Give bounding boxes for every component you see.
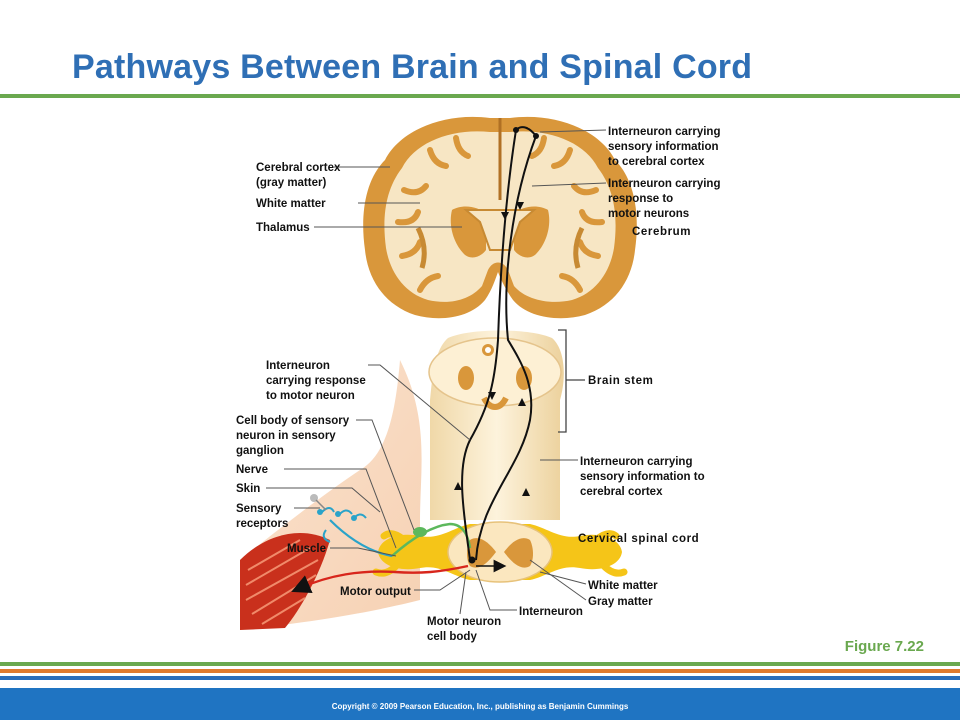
label-gray-matter: Gray matter [588, 596, 653, 608]
label-inter-sensory-low-2: sensory information to [580, 471, 705, 483]
label-inter-sensory-low-1: Interneuron carrying [580, 456, 692, 468]
label-inter-response-top-1: Interneuron carrying [608, 178, 720, 190]
label-brain-stem: Brain stem [588, 375, 653, 387]
label-motor-neuron-1: Motor neuron [427, 616, 501, 628]
cerebrum-shape [363, 116, 637, 319]
label-inter-response-top-3: motor neurons [608, 208, 689, 220]
label-sensory-receptors-1: Sensory [236, 503, 282, 515]
motor-output-nerve [291, 564, 469, 593]
label-cell-body-1: Cell body of sensory [236, 415, 350, 427]
label-motor-neuron-2: cell body [427, 631, 477, 643]
label-inter-resp-left-1: Interneuron [266, 360, 330, 372]
stripe-blue [0, 676, 960, 680]
label-nerve: Nerve [236, 464, 268, 476]
label-cell-body-3: ganglion [236, 445, 284, 457]
label-interneuron: Interneuron [519, 606, 583, 618]
label-inter-sensory-top-3: to cerebral cortex [608, 156, 705, 168]
label-white-matter-brain: White matter [256, 198, 326, 210]
muscle-shape [240, 532, 330, 630]
label-muscle: Muscle [287, 543, 326, 555]
figure-number: Figure 7.22 [844, 638, 924, 655]
page-title: Pathways Between Brain and Spinal Cord [72, 48, 753, 86]
label-inter-resp-left-2: carrying response [266, 375, 366, 387]
label-cerebral-cortex-sub: (gray matter) [256, 177, 326, 189]
brain-stem-bracket [558, 329, 585, 433]
label-inter-sensory-top-2: sensory information [608, 141, 719, 153]
stripe-green [0, 662, 960, 666]
label-sensory-receptors-2: receptors [236, 518, 288, 530]
label-inter-resp-left-3: to motor neuron [266, 390, 355, 402]
label-skin: Skin [236, 483, 260, 495]
label-white-matter-spine: White matter [588, 580, 658, 592]
direction-arrows [454, 127, 539, 564]
label-thalamus: Thalamus [256, 222, 310, 234]
footer-bar [0, 688, 960, 720]
label-inter-sensory-low-3: cerebral cortex [580, 486, 663, 498]
title-divider [0, 94, 960, 98]
label-cerebral-cortex: Cerebral cortex [256, 162, 341, 174]
skin-receptor-pin [310, 494, 327, 511]
leader-lines [266, 129, 607, 615]
spinal-cord-section [372, 521, 628, 583]
label-cervical-spinal-cord: Cervical spinal cord [578, 533, 699, 545]
label-inter-response-top-2: response to [608, 193, 673, 205]
copyright-text: Copyright © 2009 Pearson Education, Inc.… [331, 702, 629, 711]
stripe-orange [0, 669, 960, 673]
label-cerebrum: Cerebrum [632, 226, 691, 238]
label-inter-sensory-top-1: Interneuron carrying [608, 126, 720, 138]
label-motor-output: Motor output [340, 586, 411, 598]
label-cell-body-2: neuron in sensory [236, 430, 336, 442]
